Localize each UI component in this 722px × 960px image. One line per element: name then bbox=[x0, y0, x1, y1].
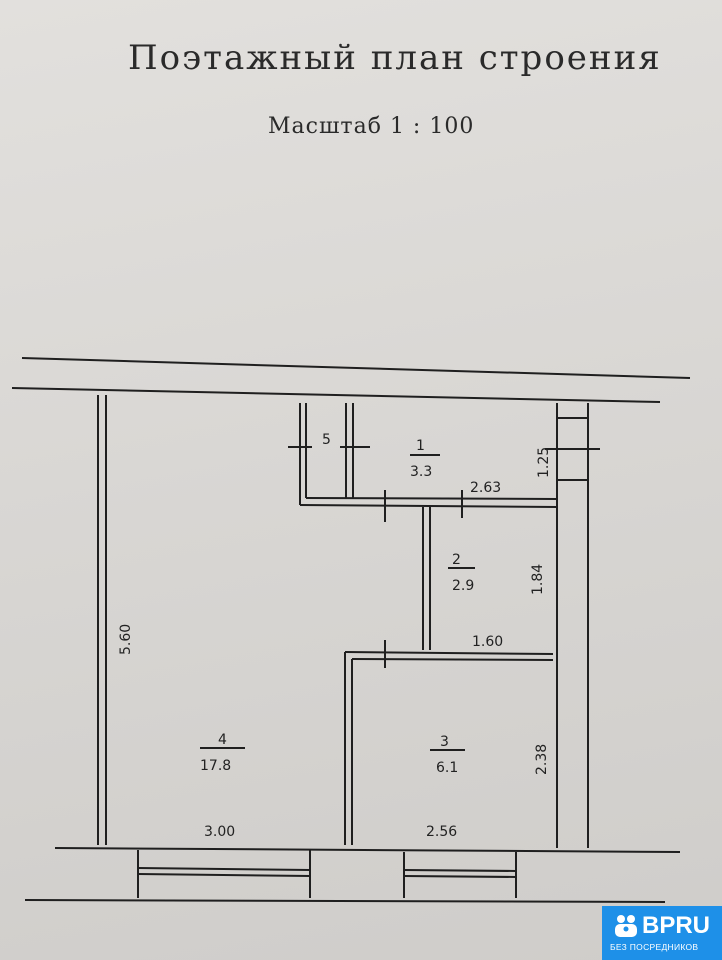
dim-room1-height: 1.25 bbox=[536, 447, 552, 478]
room2-number: 2 bbox=[452, 552, 461, 568]
bottom-wall bbox=[24, 899, 666, 903]
room4-number: 4 bbox=[218, 732, 227, 748]
scale-label: Масштаб 1 : 100 bbox=[268, 114, 475, 139]
bottom-wall bbox=[54, 847, 681, 853]
dim-room3-height: 2.38 bbox=[534, 744, 550, 775]
room1-number: 1 bbox=[416, 438, 425, 454]
document-title: Поэтажный план строения bbox=[128, 38, 662, 78]
room1-bottom-wall bbox=[305, 497, 558, 500]
dim-closet-width: 5 bbox=[322, 432, 331, 448]
window-line bbox=[403, 869, 517, 872]
window-line bbox=[137, 867, 311, 871]
top-wall-line bbox=[21, 357, 691, 379]
room2-area: 2.9 bbox=[452, 578, 474, 594]
watermark-brand: BPRU bbox=[642, 912, 711, 939]
dim-room4-height: 5.60 bbox=[118, 624, 134, 655]
room1-area: 3.3 bbox=[410, 464, 432, 480]
room3-number: 3 bbox=[440, 734, 449, 750]
bpru-watermark-logo: BPRU БЕЗ ПОСРЕДНИКОВ bbox=[602, 906, 722, 960]
dim-room2-width: 1.60 bbox=[472, 634, 503, 650]
dim-room4-width: 3.00 bbox=[204, 824, 235, 840]
dim-room2-height: 1.84 bbox=[530, 564, 546, 595]
people-icon bbox=[615, 915, 637, 937]
room1-bottom-wall bbox=[299, 504, 558, 508]
top-wall-line bbox=[11, 387, 661, 403]
dim-room1-width: 2.63 bbox=[470, 480, 501, 496]
window-line bbox=[137, 873, 311, 877]
window-line bbox=[403, 875, 517, 878]
room4-area: 17.8 bbox=[200, 758, 231, 774]
room3-top-wall bbox=[351, 658, 554, 661]
dim-room3-width: 2.56 bbox=[426, 824, 457, 840]
room3-top-wall bbox=[344, 651, 554, 655]
watermark-tagline: БЕЗ ПОСРЕДНИКОВ bbox=[610, 942, 699, 952]
room3-area: 6.1 bbox=[436, 760, 458, 776]
